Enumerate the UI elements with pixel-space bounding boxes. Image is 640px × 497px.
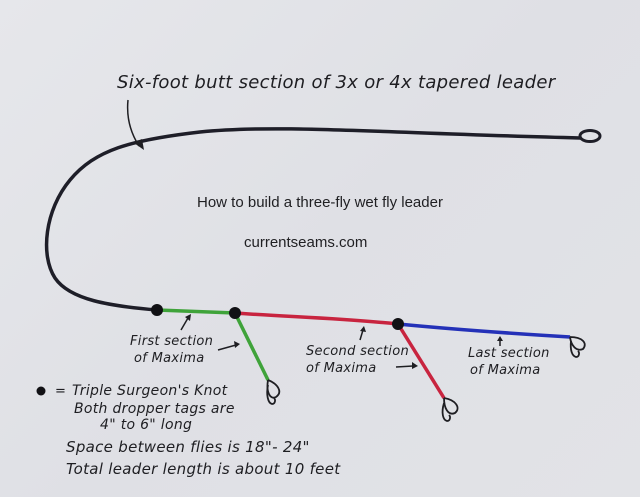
legend-note-2: 4" to 6" long bbox=[100, 417, 192, 433]
legend-equals: = bbox=[55, 384, 66, 399]
second-dropper-tag bbox=[396, 323, 446, 399]
knot-3 bbox=[392, 318, 404, 330]
fly-hook-icon-2 bbox=[441, 397, 459, 422]
second-section-label-line1: Second section bbox=[306, 344, 409, 359]
second-label-arrow-right bbox=[395, 365, 414, 368]
first-section-line bbox=[156, 308, 236, 315]
arrow-head-icon bbox=[134, 139, 144, 150]
last-section-label-line2: of Maxima bbox=[470, 363, 540, 378]
butt-loop bbox=[578, 129, 602, 143]
legend-note-1: Both dropper tags are bbox=[74, 401, 235, 417]
arrow-head-icon bbox=[234, 341, 240, 348]
fly-hook-icon-3 bbox=[569, 336, 586, 358]
second-label-arrow-up bbox=[359, 329, 364, 341]
last-section-line bbox=[397, 322, 571, 339]
first-section-label-line2: of Maxima bbox=[134, 351, 204, 366]
arrow-head-icon bbox=[360, 326, 366, 332]
second-section-line bbox=[234, 311, 399, 326]
legend-note-4: Total leader length is about 10 feet bbox=[66, 460, 341, 478]
diagram-title: How to build a three-fly wet fly leader bbox=[197, 194, 443, 211]
butt-label-arrow bbox=[126, 99, 140, 147]
butt-section-line bbox=[44, 127, 582, 312]
arrow-head-icon bbox=[412, 362, 418, 369]
first-label-arrow-right bbox=[217, 344, 237, 351]
first-label-arrow-up bbox=[180, 317, 189, 331]
arrow-head-icon bbox=[497, 336, 503, 341]
fly-hook-icon-1 bbox=[266, 379, 281, 405]
second-section-label-line2: of Maxima bbox=[306, 361, 376, 376]
legend-knot-label: Triple Surgeon's Knot bbox=[72, 383, 228, 399]
knot-1 bbox=[151, 304, 163, 316]
legend-knot-icon bbox=[36, 386, 46, 396]
butt-section-label: Six-foot butt section of 3x or 4x tapere… bbox=[117, 72, 557, 93]
last-section-label-line1: Last section bbox=[468, 346, 550, 361]
first-section-label-line1: First section bbox=[130, 334, 213, 349]
legend-note-3: Space between flies is 18"- 24" bbox=[66, 438, 310, 456]
first-dropper-tag bbox=[233, 312, 270, 381]
arrow-head-icon bbox=[185, 314, 191, 321]
website-label: currentseams.com bbox=[244, 234, 367, 251]
knot-2 bbox=[229, 307, 241, 319]
